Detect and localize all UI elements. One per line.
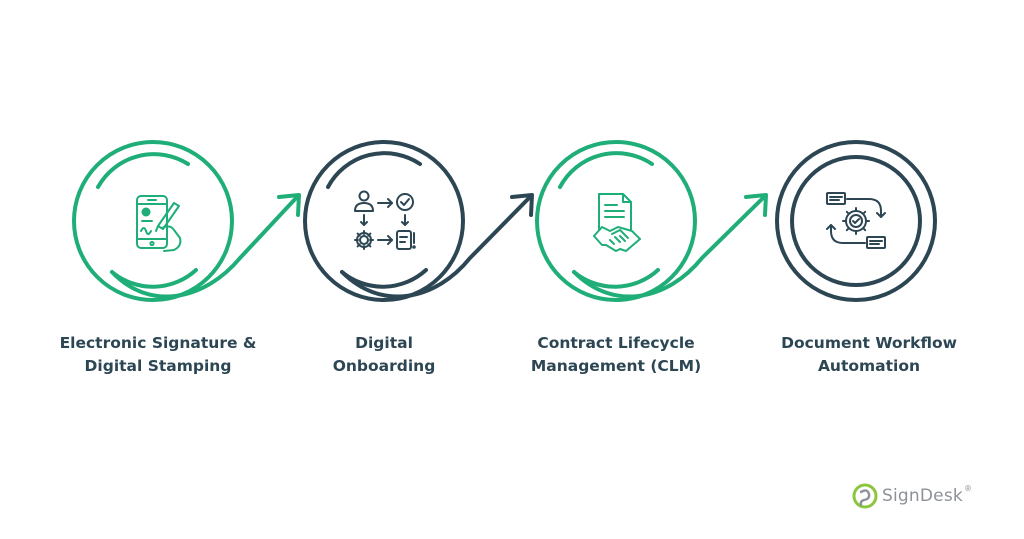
connector-arrow-2 (340, 193, 534, 299)
signdesk-logo: SignDesk ® (852, 482, 975, 510)
step-2-label: Digital Onboarding (269, 332, 499, 378)
connector-arrow-1 (110, 193, 301, 299)
step-4-label: Document Workflow Automation (754, 332, 984, 378)
step-1-label-line-2: Digital Stamping (84, 357, 232, 375)
workflow-automation-icon (826, 192, 886, 249)
mobile-esignature-icon (136, 195, 182, 252)
step-1-label-line-1: Electronic Signature & (59, 334, 257, 352)
step-2-label-line-1: Digital (355, 334, 413, 352)
signdesk-logo-mark-icon (852, 483, 878, 509)
registered-mark: ® (963, 483, 972, 493)
step-4-label-line-1: Document Workflow (781, 334, 957, 352)
contract-handshake-icon (593, 193, 641, 252)
connector-arrow-3 (572, 193, 768, 299)
brand-name: SignDesk (882, 486, 963, 506)
step-2-ring (303, 140, 465, 302)
step-3-label: Contract Lifecycle Management (CLM) (501, 332, 731, 378)
step-3-ring (535, 140, 697, 302)
step-3-label-line-1: Contract Lifecycle (537, 334, 695, 352)
step-3-label-line-2: Management (CLM) (530, 357, 702, 375)
step-2-label-line-2: Onboarding (332, 357, 436, 375)
step-4-label-line-2: Automation (817, 357, 921, 375)
step-1-label: Electronic Signature & Digital Stamping (43, 332, 273, 378)
onboarding-flow-icon (354, 190, 416, 250)
step-4-ring (775, 140, 937, 302)
